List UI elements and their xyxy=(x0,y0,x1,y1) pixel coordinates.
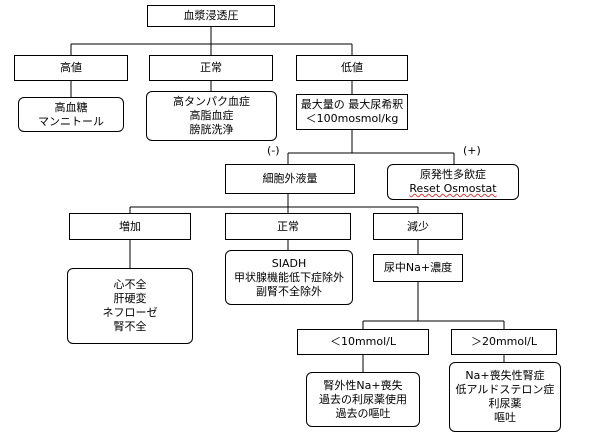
node-label: ＜10mmol/L xyxy=(329,335,397,348)
node-label: Reset Osmostat xyxy=(409,182,497,195)
cause-text: 嘔吐 xyxy=(493,411,516,424)
node-label: ＞20mmol/L xyxy=(470,335,538,348)
node-label: 正常 xyxy=(277,219,299,233)
cause-text: 利尿薬 xyxy=(488,397,522,410)
cause-text: 膀胱洗浄 xyxy=(189,123,234,136)
node-label: 尿中Na+濃度 xyxy=(383,261,453,274)
node-label: 減少 xyxy=(407,219,429,233)
node-low: 低値 xyxy=(296,55,408,81)
node-label: 正常 xyxy=(200,61,222,74)
node-high-causes: 高血糖 マンニトール xyxy=(18,97,124,132)
node-urine-na: 尿中Na+濃度 xyxy=(373,254,463,282)
node-lt10: ＜10mmol/L xyxy=(297,329,429,355)
cause-text: Na+喪失性腎症 xyxy=(465,369,545,382)
node-label: 原発性多飲症 xyxy=(419,168,486,181)
cause-text: マンニトール xyxy=(38,114,104,128)
node-max-urine-dilution: 最大量の 最大尿希釈 ＜100mosmol/kg xyxy=(296,94,408,130)
cause-text: 低アルドステロン症 xyxy=(455,383,555,396)
cause-text: 腎不全 xyxy=(113,320,147,333)
node-primary-polydipsia: 原発性多飲症 Reset Osmostat xyxy=(387,164,519,200)
node-lt10-causes: 腎外性Na+喪失 過去の利尿薬使用 過去の嘔吐 xyxy=(306,372,420,427)
node-label: 増加 xyxy=(119,219,141,233)
node-label: 高値 xyxy=(60,61,82,74)
node-gt20-causes: Na+喪失性腎症 低アルドステロン症 利尿薬 嘔吐 xyxy=(449,362,561,432)
node-increase-causes: 心不全 肝硬変 ネフローゼ 腎不全 xyxy=(67,268,193,344)
cause-text: ネフローゼ xyxy=(102,306,158,319)
node-ecf-normal-causes: SIADH 甲状腺機能低下症除外 副腎不全除外 xyxy=(225,250,353,305)
cause-text: 副腎不全除外 xyxy=(256,284,322,298)
cause-text: SIADH xyxy=(271,256,307,270)
cause-text: 過去の嘔吐 xyxy=(335,406,391,420)
cause-text: 腎外性Na+喪失 xyxy=(323,378,403,392)
cause-text: 心不全 xyxy=(113,278,147,291)
node-decrease: 減少 xyxy=(373,213,463,240)
node-plasma-osmolality: 血漿浸透圧 xyxy=(147,5,275,27)
cause-text: 高脂血症 xyxy=(189,109,234,122)
node-label: ＜100mosmol/kg xyxy=(305,112,399,125)
cause-text: 高タンパク血症 xyxy=(173,95,250,108)
cause-text: 肝硬変 xyxy=(113,292,147,305)
node-normal: 正常 xyxy=(149,55,273,81)
node-increase: 増加 xyxy=(69,213,191,240)
cause-text: 高血糖 xyxy=(54,100,88,114)
sign-positive: (+) xyxy=(463,144,481,157)
cause-text: 甲状腺機能低下症除外 xyxy=(234,270,344,284)
node-label: 最大量の 最大尿希釈 xyxy=(300,98,404,111)
sign-negative: (-) xyxy=(267,144,280,157)
cause-text: 過去の利尿薬使用 xyxy=(319,392,407,406)
node-ecf-volume: 細胞外液量 xyxy=(225,164,355,194)
node-label: 低値 xyxy=(341,61,363,74)
node-ecf-normal: 正常 xyxy=(225,213,351,240)
node-gt20: ＞20mmol/L xyxy=(451,329,557,355)
node-high: 高値 xyxy=(14,55,128,81)
node-normal-causes: 高タンパク血症 高脂血症 膀胱洗浄 xyxy=(146,91,277,141)
node-label: 血漿浸透圧 xyxy=(183,9,239,22)
node-label: 細胞外液量 xyxy=(262,172,318,185)
